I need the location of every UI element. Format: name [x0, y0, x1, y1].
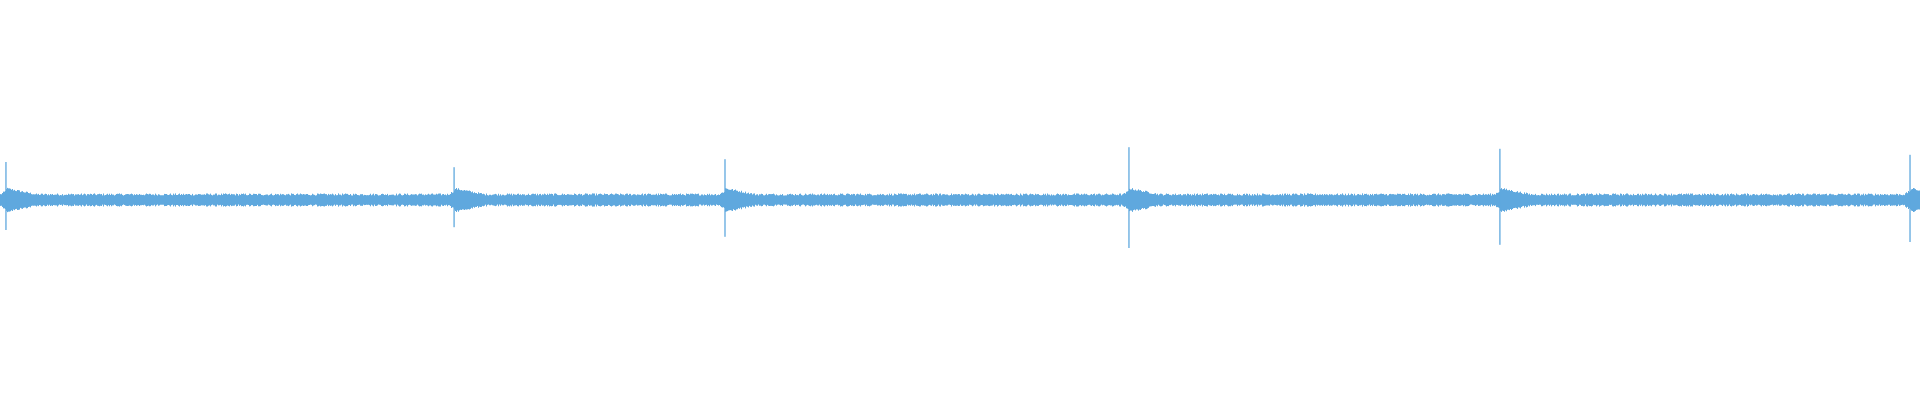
waveform-band-path [0, 187, 1920, 213]
waveform-spikes [5, 147, 1911, 248]
waveform-band [0, 187, 1920, 213]
